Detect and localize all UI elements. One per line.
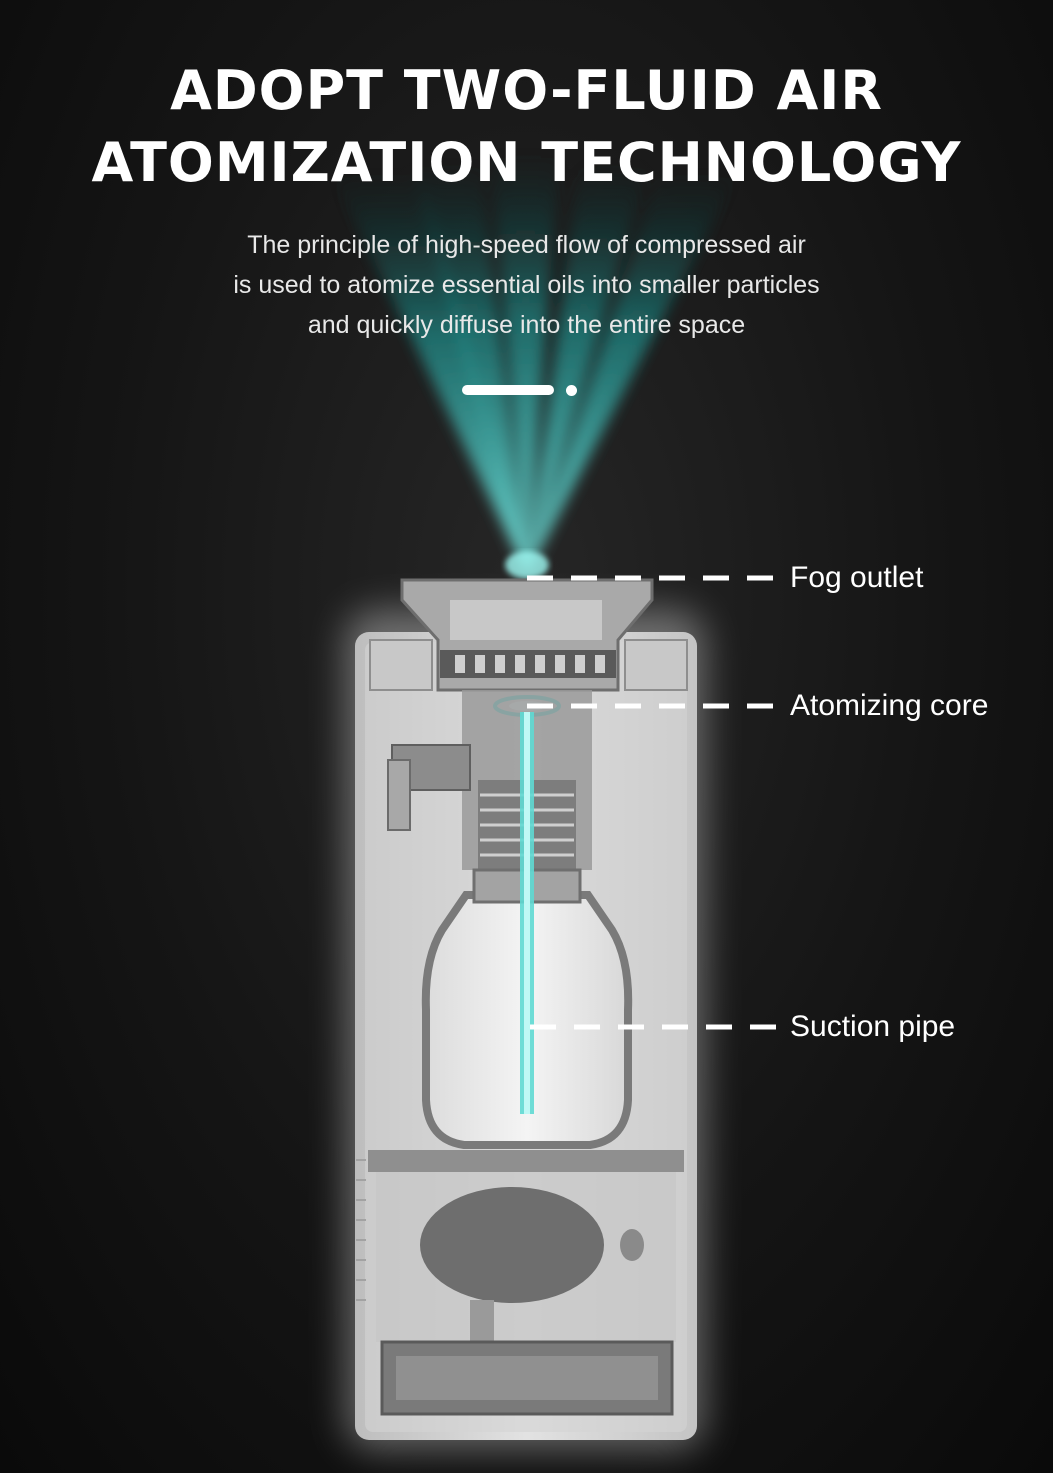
- title-line-1: ADOPT TWO-FLUID AIR: [170, 59, 883, 122]
- description-line-3: and quickly diffuse into the entire spac…: [307, 311, 746, 339]
- title-line-2: ATOMIZATION TECHNOLOGY: [91, 131, 962, 194]
- description-line-1: The principle of high-speed flow of comp…: [247, 231, 806, 259]
- mist-plume: [330, 150, 740, 579]
- atomizing-core-label: Atomizing core: [790, 689, 989, 722]
- carousel-indicator[interactable]: [462, 385, 582, 397]
- fog-outlet-label: Fog outlet: [790, 561, 924, 594]
- page-title: ADOPT TWO-FLUID AIR ATOMIZATION TECHNOLO…: [0, 55, 1053, 199]
- carousel-active-indicator[interactable]: [462, 385, 554, 395]
- description: The principle of high-speed flow of comp…: [0, 225, 1053, 345]
- carousel-dot[interactable]: [566, 385, 577, 396]
- suction-pipe-label: Suction pipe: [790, 1010, 956, 1043]
- description-line-2: is used to atomize essential oils into s…: [233, 271, 820, 299]
- device-cutaway: [355, 578, 697, 1440]
